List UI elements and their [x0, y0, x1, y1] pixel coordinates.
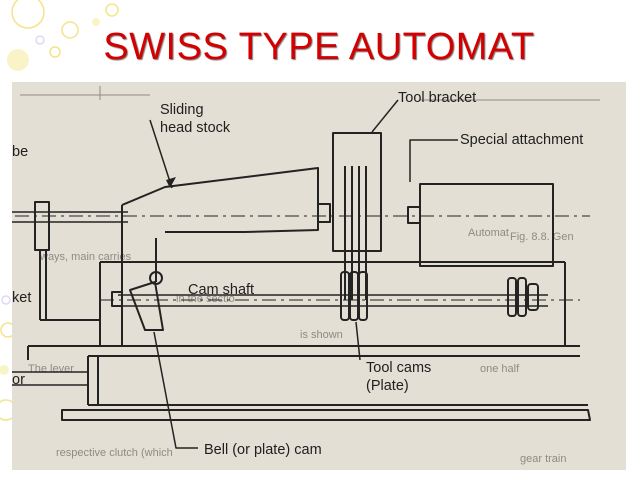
bubble [0, 365, 9, 375]
label-cam-shaft: Cam shaft [188, 282, 254, 298]
leader-tool-cams [355, 321, 361, 361]
label-tool-cams-2: (Plate) [366, 378, 409, 394]
bell-cam-pivot [149, 271, 163, 285]
attachment-cam-1 [507, 277, 517, 317]
bell-cam-hub [111, 291, 123, 307]
bubble [11, 0, 45, 29]
edge-label-3: or [12, 372, 25, 388]
tool-bracket [332, 132, 382, 252]
headstock-body [121, 167, 319, 345]
attachment-cam-2 [517, 277, 527, 317]
edge-label-1: be [12, 144, 28, 160]
leader-bell-cam [153, 331, 198, 449]
caption-fragment-2: Automat [468, 227, 509, 239]
bubble [92, 18, 100, 26]
bg-line-1: ways, main carries [39, 251, 132, 263]
machine-drawing [12, 86, 600, 449]
bed-base [27, 319, 580, 360]
headstock-collar [317, 203, 331, 223]
bubble [105, 3, 119, 17]
cam-shaft [118, 294, 548, 307]
label-sliding-head-stock-2: head stock [160, 120, 231, 136]
label-special-attachment: Special attachment [460, 132, 583, 148]
bubble [35, 35, 45, 45]
bg-line-4: The lever [28, 363, 74, 375]
bell-cam [129, 281, 164, 331]
bubble [61, 21, 79, 39]
bg-line-6: respective clutch (which [56, 447, 173, 459]
attachment-cam-3 [527, 283, 539, 311]
leader-special-attachment [409, 139, 458, 182]
leader-sliding-head [149, 119, 173, 189]
bg-line-2: in the sectio [176, 293, 235, 305]
label-tool-bracket: Tool bracket [398, 90, 476, 106]
bed-top [99, 261, 566, 346]
bubble [1, 295, 11, 305]
diagram-labels: Sliding head stock Tool bracket Special … [12, 90, 583, 458]
caption-fragment: Fig. 8.8. Gen [510, 231, 574, 243]
figure-photo: Fig. 8.8. Gen Automat ways, main carries… [12, 82, 626, 470]
bubble [49, 46, 61, 58]
lower-rod [12, 371, 88, 386]
label-bell-cam: Bell (or plate) cam [204, 442, 322, 458]
attachment-collar [407, 206, 421, 224]
label-tool-cams-1: Tool cams [366, 360, 431, 376]
bg-line-5: one half [480, 363, 520, 375]
arrow-head [166, 177, 176, 188]
leader-tool-bracket [371, 99, 399, 133]
left-bearing-block [34, 201, 50, 251]
label-sliding-head-stock-1: Sliding [160, 102, 204, 118]
slide-title: SWISS TYPE AUTOMAT [103, 26, 535, 68]
tool-cam-3 [358, 271, 368, 321]
base-plate [61, 409, 591, 421]
swiss-automat-diagram: Fig. 8.8. Gen Automat ways, main carries… [12, 82, 626, 470]
background-text: Fig. 8.8. Gen Automat ways, main carries… [28, 227, 574, 465]
lower-rail [87, 355, 588, 406]
bubble [7, 49, 29, 71]
top-linework [20, 86, 600, 101]
feed-rod [12, 211, 128, 223]
edge-label-2: ket [12, 290, 31, 306]
left-column [39, 250, 47, 320]
special-attachment [419, 183, 554, 267]
bg-line-3: is shown [300, 329, 343, 341]
bg-line-7: gear train [520, 453, 566, 465]
